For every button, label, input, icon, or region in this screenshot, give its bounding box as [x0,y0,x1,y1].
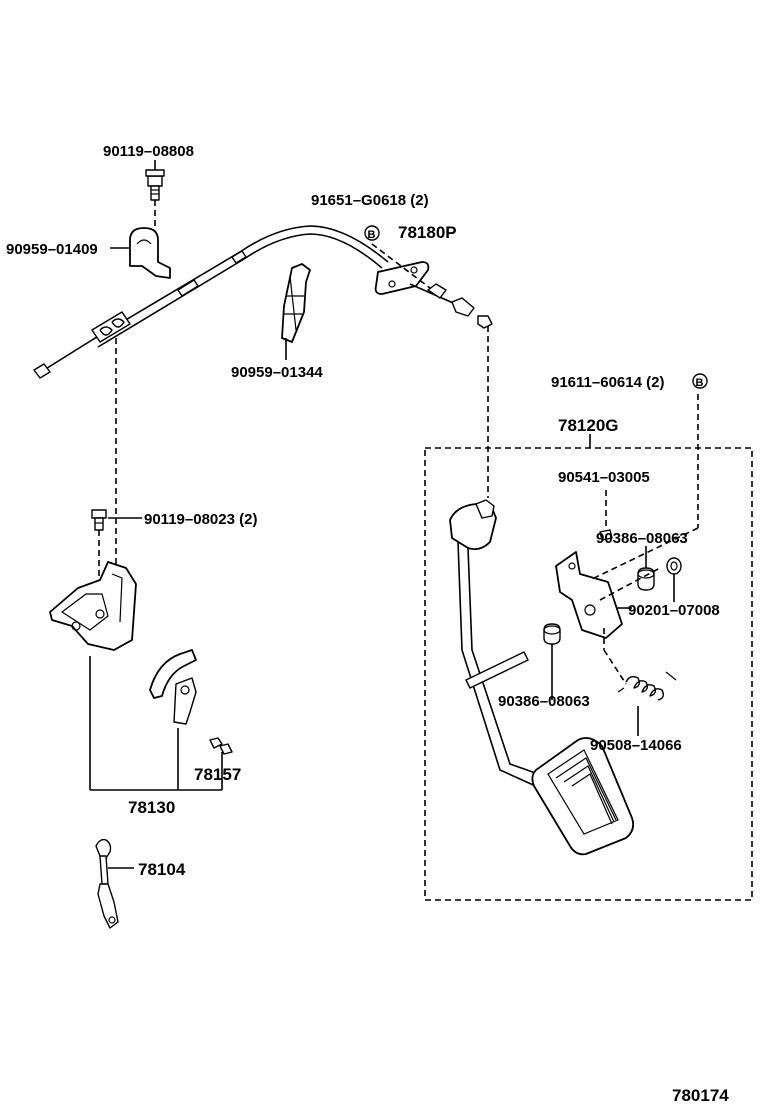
label-78180p: 78180P [398,223,457,242]
bushing-90386-08063-lower [543,623,561,645]
clamp-90959-01409 [129,227,171,279]
label-90201-07008: 90201–07008 [628,602,720,619]
label-90119-08808: 90119–08808 [103,143,194,160]
bushing-90386-08063-upper [637,567,655,591]
label-90119-08023: 90119–08023 (2) [144,511,257,528]
label-90386-08063-lower: 90386–08063 [498,693,590,710]
washer-90201-07008 [666,557,682,575]
label-90959-01344: 90959–01344 [231,364,323,381]
label-78120g: 78120G [558,416,619,435]
dashed-leader [599,567,661,601]
label-78157: 78157 [194,765,241,784]
label-91651-g0618: 91651–G0618 (2) [311,192,429,209]
dashed-leader [371,243,431,289]
figure-number: 780174 [672,1086,729,1105]
lever-arm [149,649,197,725]
marker-b-icon: B [692,373,708,389]
pedal-bracket [555,551,623,639]
label-78130: 78130 [128,798,175,817]
label-78104: 78104 [138,860,186,879]
label-90959-01409: 90959–01409 [6,241,98,258]
label-90386-08063-upper: 90386–08063 [596,530,688,547]
screw-90541-03005 [599,529,613,541]
screw-78157 [209,737,233,755]
bolt-90119-08023 [91,509,107,531]
marker-b-letter: B [368,229,376,241]
marker-b-letter: B [696,377,704,389]
label-90541-03005: 90541–03005 [558,469,650,486]
rod-78104 [95,838,119,929]
dashed-leader [603,649,627,685]
label-91611-60614: 91611–60614 (2) [551,374,664,391]
pedal-arm [449,499,635,856]
accelerator-cable [33,225,493,379]
clip-90959-01344 [281,263,311,343]
spring-90508-14066 [617,671,677,701]
marker-b-icon: B [364,225,380,241]
bolt-90119-08808 [145,169,165,201]
assembly-78120G-box [424,447,753,901]
bracket-78130 [49,561,137,651]
label-90508-14066: 90508–14066 [590,737,682,754]
